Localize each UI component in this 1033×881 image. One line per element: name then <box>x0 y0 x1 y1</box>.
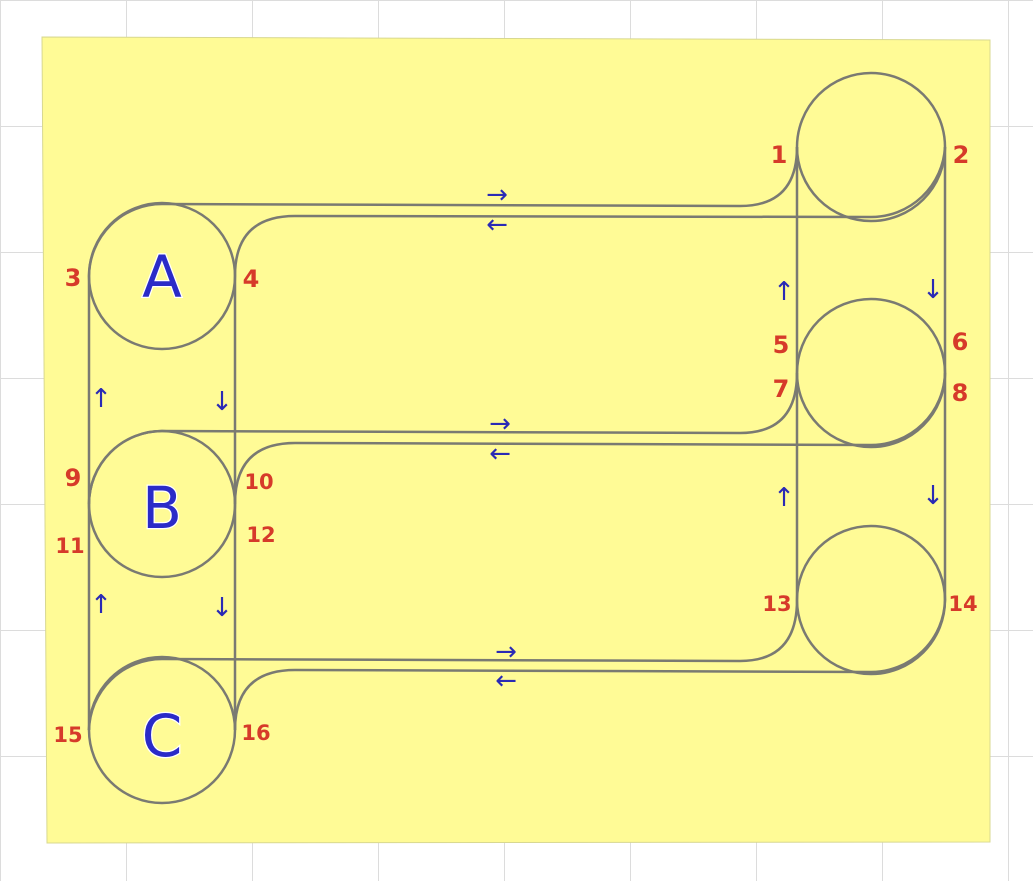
node-10: 10 <box>244 470 273 494</box>
loop-label-b: B <box>142 474 182 542</box>
node-9: 9 <box>65 464 82 492</box>
loop-label-c: C <box>142 702 183 770</box>
board-background <box>41 36 991 844</box>
node-4: 4 <box>243 265 260 293</box>
arrow-up-icon: ↑ <box>90 590 112 620</box>
arrow-left-icon: ← <box>495 666 517 696</box>
arrow-right-icon: → <box>489 409 511 439</box>
node-8: 8 <box>952 379 969 407</box>
loop-label-a: A <box>142 243 182 311</box>
row-c-upper-track <box>87 599 799 731</box>
node-12: 12 <box>246 523 275 547</box>
node-6: 6 <box>952 328 969 356</box>
arrow-left-icon: ← <box>489 439 511 469</box>
arrow-left-icon: ← <box>486 210 508 240</box>
row-a-lower-track <box>233 146 947 277</box>
arrow-up-icon: ↑ <box>90 384 112 414</box>
arrow-down-icon: ↓ <box>211 387 233 417</box>
arrow-right-icon: → <box>495 637 517 667</box>
node-15: 15 <box>53 723 82 747</box>
arrow-down-icon: ↓ <box>211 593 233 623</box>
node-2: 2 <box>953 141 970 169</box>
node-11: 11 <box>55 534 84 558</box>
arrow-down-icon: ↓ <box>922 275 944 305</box>
node-5: 5 <box>773 331 790 359</box>
node-16: 16 <box>241 721 270 745</box>
row-c-lower-track <box>233 599 947 731</box>
arrow-right-icon: → <box>486 180 508 210</box>
row-a-upper-track <box>87 146 799 277</box>
arrow-down-icon: ↓ <box>922 481 944 511</box>
node-7: 7 <box>773 375 790 403</box>
node-14: 14 <box>948 592 977 616</box>
arrow-up-icon: ↑ <box>773 483 795 513</box>
row-b-lower-track <box>233 372 947 505</box>
node-1: 1 <box>771 141 788 169</box>
node-13: 13 <box>762 592 791 616</box>
arrow-up-icon: ↑ <box>773 277 795 307</box>
node-3: 3 <box>65 264 82 292</box>
row-b-upper-track <box>87 372 799 505</box>
